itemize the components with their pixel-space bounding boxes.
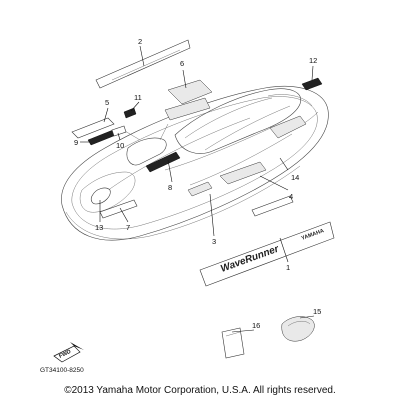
- callout-5: 5: [105, 98, 109, 107]
- decal-4-piece: [251, 195, 294, 217]
- decal-7: [99, 199, 138, 219]
- callout-15: 15: [313, 307, 321, 316]
- callout-8: 8: [168, 183, 172, 192]
- callout-1: 1: [286, 263, 290, 272]
- callout-6: 6: [180, 59, 184, 68]
- callout-9: 9: [74, 138, 78, 147]
- fwd-arrow-icon: FWD: [53, 342, 84, 363]
- callout-3: 3: [212, 237, 216, 246]
- callout-4: 4: [289, 192, 293, 201]
- fwd-label: FWD: [58, 349, 72, 360]
- decal-16: [221, 327, 245, 359]
- decal-6b: [164, 97, 211, 121]
- decal-10: [111, 125, 127, 137]
- decal-4: [219, 161, 267, 185]
- catalog-number: GT34100-8250: [40, 367, 84, 374]
- callout-14: 14: [291, 173, 299, 182]
- decal-3: [187, 181, 213, 197]
- decal-12: [301, 77, 323, 91]
- callout-11: 11: [134, 93, 142, 102]
- decal-14: [269, 115, 307, 139]
- decal-15: [281, 316, 315, 342]
- decal-1: WaveRunner YAMAHA: [199, 221, 335, 287]
- callout-10: 10: [116, 141, 124, 150]
- leader-lines: [80, 45, 315, 333]
- copyright-notice: ©2013 Yamaha Motor Corporation, U.S.A. A…: [64, 385, 336, 396]
- decal-11: [123, 107, 137, 119]
- decal-8: [145, 151, 181, 173]
- callout-13: 13: [95, 223, 103, 232]
- decal-2: [95, 39, 191, 89]
- callout-numbers: 2 6 12 5 11 10 9 14 4 8 3 13 7 1 16 15: [74, 37, 321, 330]
- watercraft-hull: [61, 85, 329, 241]
- decal-6: [167, 79, 213, 105]
- callout-7: 7: [126, 223, 130, 232]
- decal-5: [71, 117, 115, 139]
- callout-12: 12: [309, 56, 317, 65]
- callout-2: 2: [138, 37, 142, 46]
- decal-13: [90, 187, 111, 205]
- callout-16: 16: [252, 321, 260, 330]
